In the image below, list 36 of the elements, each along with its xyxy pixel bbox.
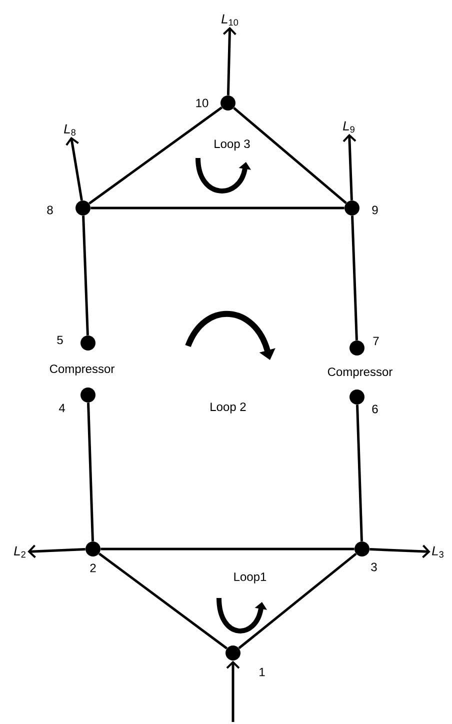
loop-label: Loop 3 xyxy=(214,140,250,150)
connector xyxy=(82,216,89,336)
connector xyxy=(90,206,344,210)
connector xyxy=(342,134,356,200)
node-number: 6 xyxy=(372,404,378,414)
node-number: 5 xyxy=(57,336,63,344)
flow-label: L$_{10}$ xyxy=(221,14,238,26)
flow-label: L$_{2}$ xyxy=(14,546,26,558)
connector xyxy=(226,660,240,722)
connector xyxy=(66,136,83,201)
connector xyxy=(356,404,363,542)
node-number: 7 xyxy=(373,336,379,346)
loop-label: Compressor xyxy=(328,368,392,378)
loop-label: Loop 2 xyxy=(210,402,246,414)
flow-label: L$_{8}$ xyxy=(64,124,76,136)
connector xyxy=(87,402,94,542)
node-number: 8 xyxy=(47,206,53,214)
connector xyxy=(28,544,86,558)
connector xyxy=(88,106,222,204)
connector xyxy=(100,548,354,550)
node-number: 2 xyxy=(90,564,96,572)
connector xyxy=(238,552,357,650)
loop-label: Compressor xyxy=(50,364,114,376)
node-number: 4 xyxy=(58,404,65,412)
node-number: 3 xyxy=(371,562,377,572)
node-number: 1 xyxy=(260,668,265,676)
node-number: 10 xyxy=(196,98,208,108)
connector xyxy=(98,552,228,650)
connector xyxy=(233,107,347,204)
connector xyxy=(351,216,358,340)
connector xyxy=(370,544,430,558)
flow-label: L$_{3}$ xyxy=(432,546,444,558)
flow-label: L$_{9}$ xyxy=(343,121,354,133)
node-number: 9 xyxy=(372,206,378,214)
connector xyxy=(222,26,236,96)
loop-label: Loop1 xyxy=(234,572,266,584)
